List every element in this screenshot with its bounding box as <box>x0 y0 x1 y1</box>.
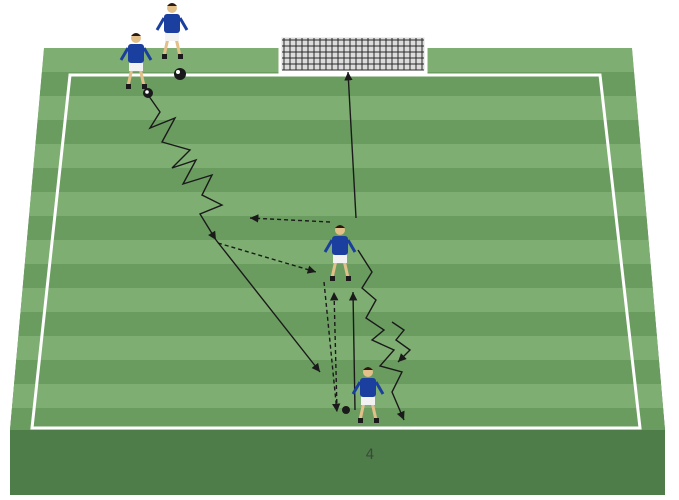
ball-bottom <box>342 406 350 414</box>
pitch-front <box>10 430 665 495</box>
page-number: 4 <box>340 447 400 463</box>
ball-top <box>174 68 186 80</box>
ball-near-start <box>143 88 153 98</box>
goal <box>280 36 426 72</box>
